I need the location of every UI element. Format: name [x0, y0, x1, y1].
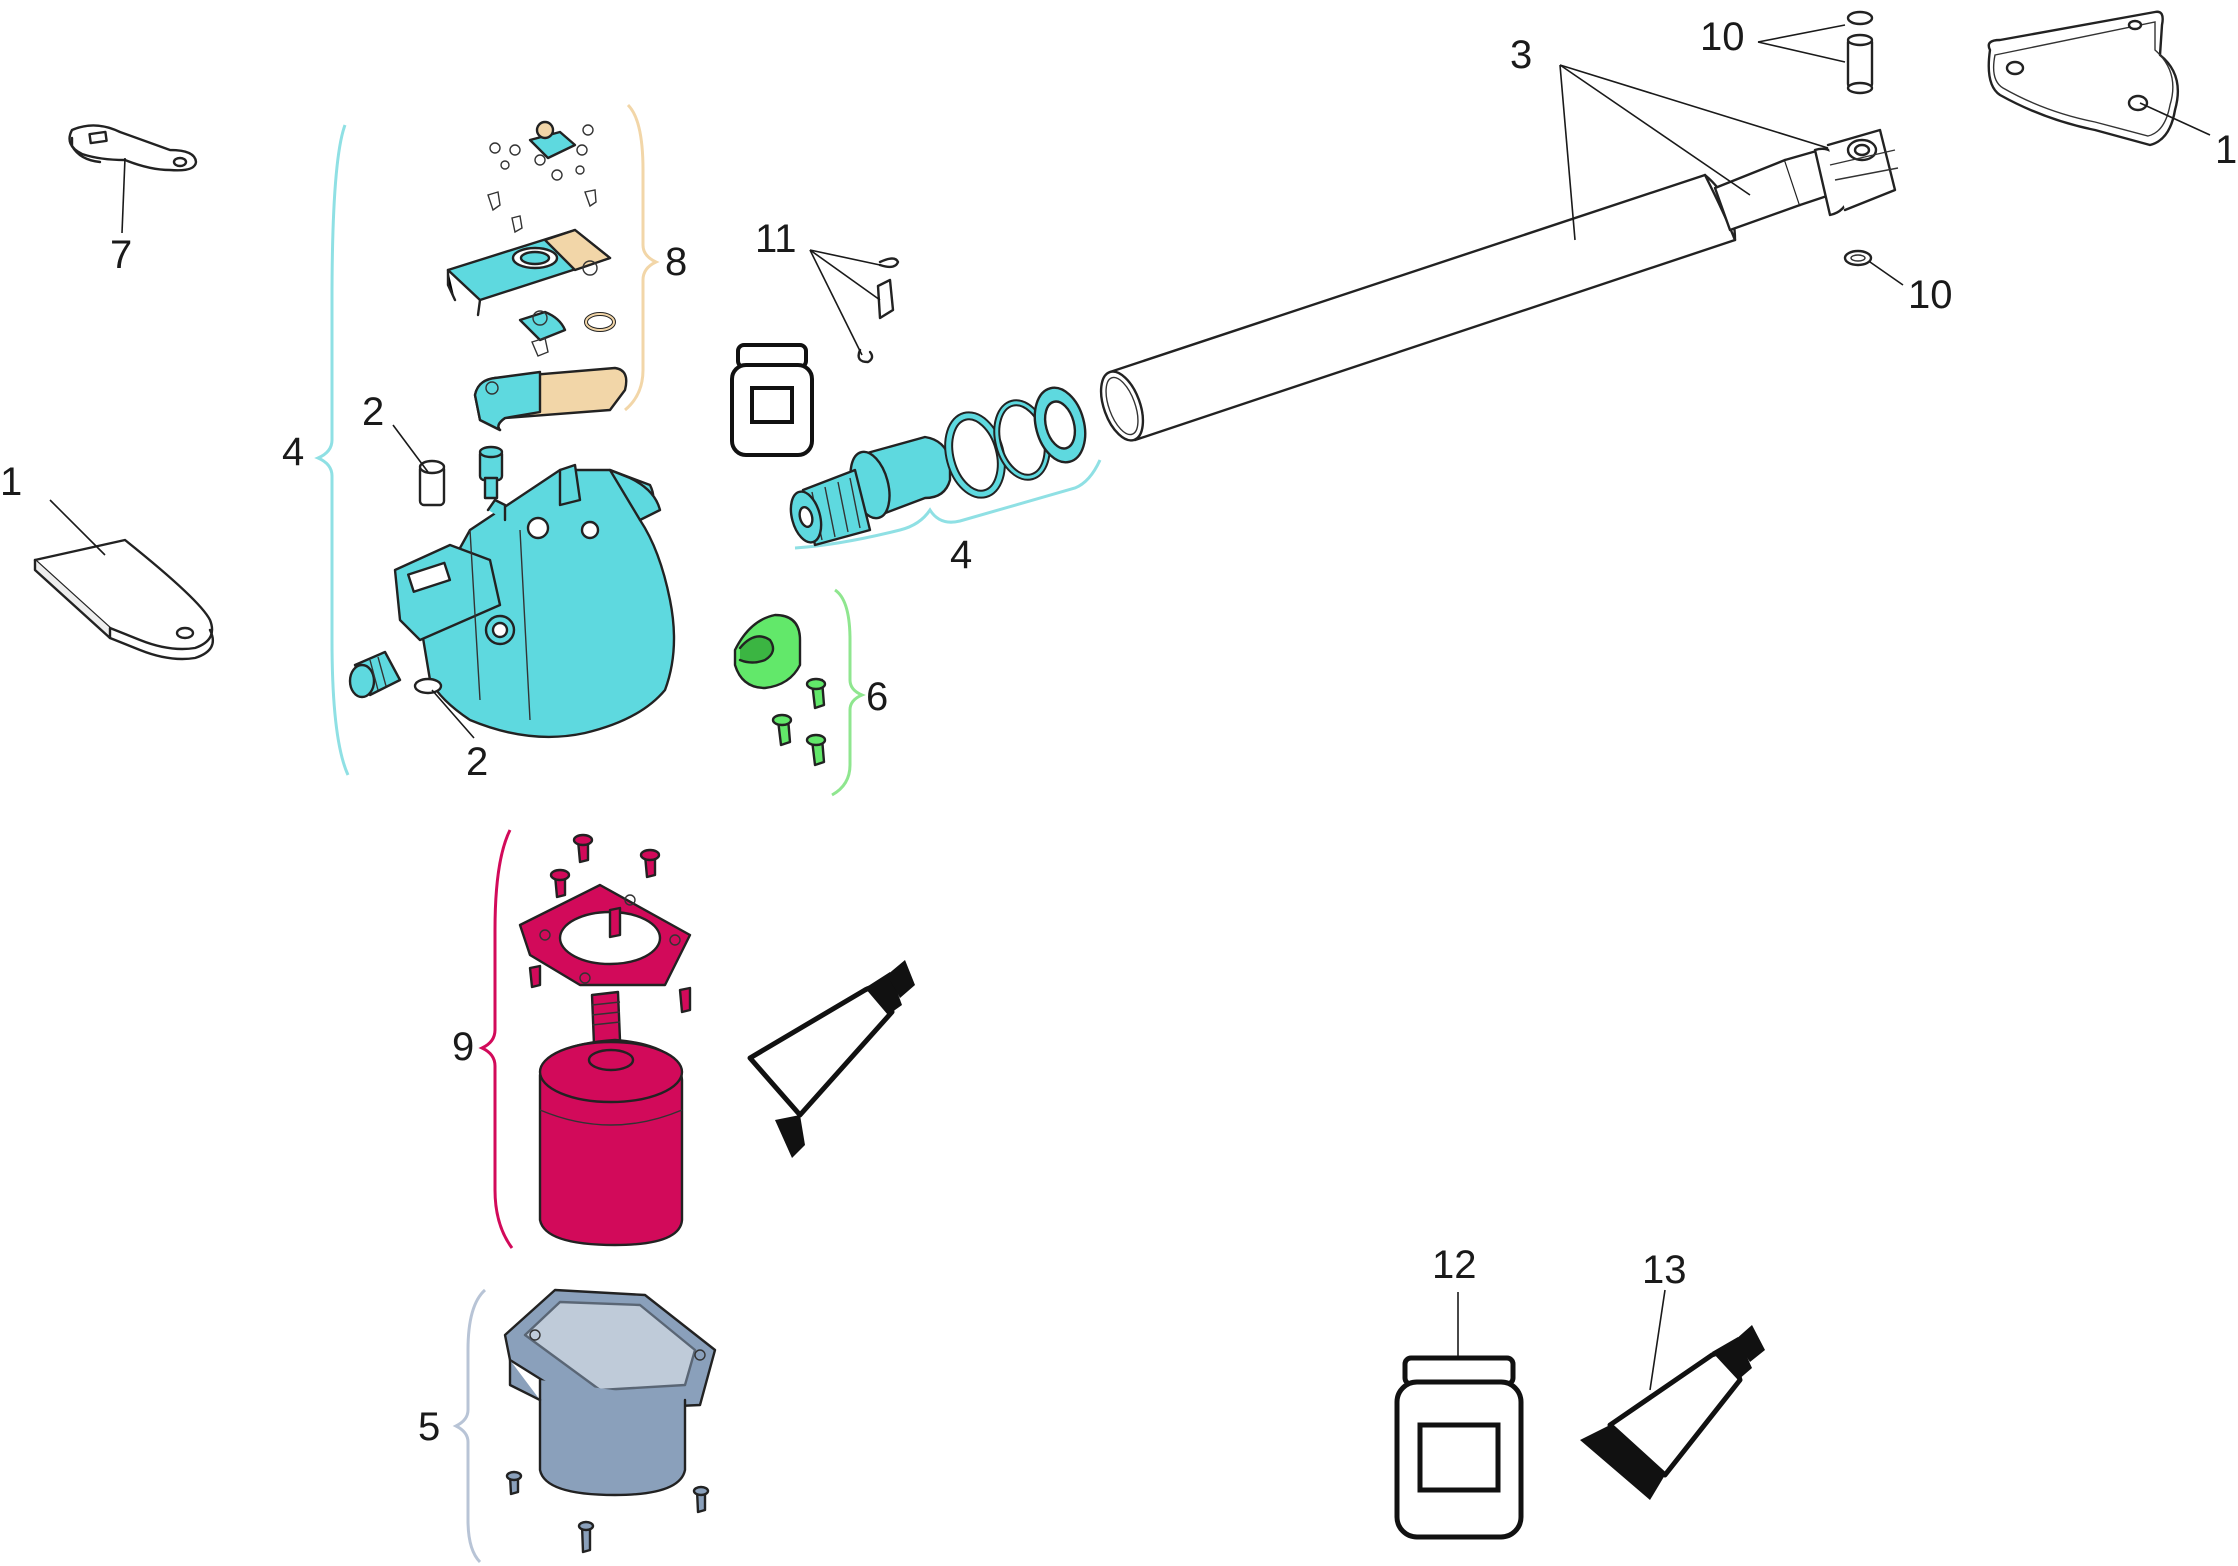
motor-assembly — [518, 833, 692, 1247]
callout-bracket-left: 1 — [0, 460, 22, 504]
callout-grease-jar: 12 — [1432, 1243, 1477, 1287]
callout-release-key: 7 — [110, 233, 132, 277]
motor-base — [503, 1288, 717, 1554]
callout-motor-base: 5 — [418, 1405, 440, 1449]
clip-bottom — [1843, 249, 1873, 267]
callout-bracket-right: 1 — [2215, 128, 2237, 172]
callout-motor-group: 9 — [452, 1025, 474, 1069]
grease-jar-icon — [1394, 1355, 1524, 1540]
group-bracket-limit-stop — [831, 588, 866, 797]
grease-tube-icon — [1580, 1325, 1765, 1500]
group-bracket-motor-base — [452, 1288, 487, 1564]
group-bracket-motor — [478, 829, 514, 1249]
limit-stop-assembly — [733, 613, 827, 767]
clip-top — [1846, 10, 1874, 95]
small-connector — [478, 445, 504, 500]
callout-cover-ring: 2 — [466, 740, 488, 784]
release-key — [68, 124, 198, 172]
leader-lines — [49, 24, 2211, 1391]
callout-pins: 11 — [755, 217, 797, 261]
callout-grease-tube: 13 — [1642, 1248, 1687, 1292]
cover-ring — [413, 677, 443, 695]
callout-clip-bottom: 10 — [1908, 273, 1953, 317]
screw-assembly — [789, 386, 1087, 547]
group-bracket-gearbox — [314, 124, 350, 776]
grease-tube-icon — [747, 960, 915, 1158]
callout-limit-stop: 6 — [866, 675, 888, 719]
callout-limit-switch-group: 8 — [665, 240, 687, 284]
grease-jar-icon — [730, 343, 814, 457]
cover-pin — [418, 459, 446, 507]
bracket-right — [1987, 10, 2179, 147]
callout-tube: 3 — [1510, 33, 1532, 77]
callout-gearbox-group: 4 — [282, 430, 304, 474]
pins — [857, 257, 900, 364]
actuator-tube — [1099, 128, 1899, 442]
gearbox-housing — [393, 463, 676, 739]
bracket-left — [33, 538, 215, 661]
callout-cover-pin: 2 — [362, 390, 384, 434]
cable-gland — [348, 650, 402, 699]
callout-labels: 1 7 2 4 2 8 11 4 6 9 5 3 10 10 1 12 13 — [0, 15, 2237, 1449]
group-bracket-screw — [794, 459, 1102, 550]
callout-screw-group: 4 — [950, 533, 972, 577]
callout-clip-top: 10 — [1700, 15, 1745, 59]
group-bracket-limit-switch — [624, 103, 660, 412]
limit-switch-assembly — [446, 120, 628, 432]
